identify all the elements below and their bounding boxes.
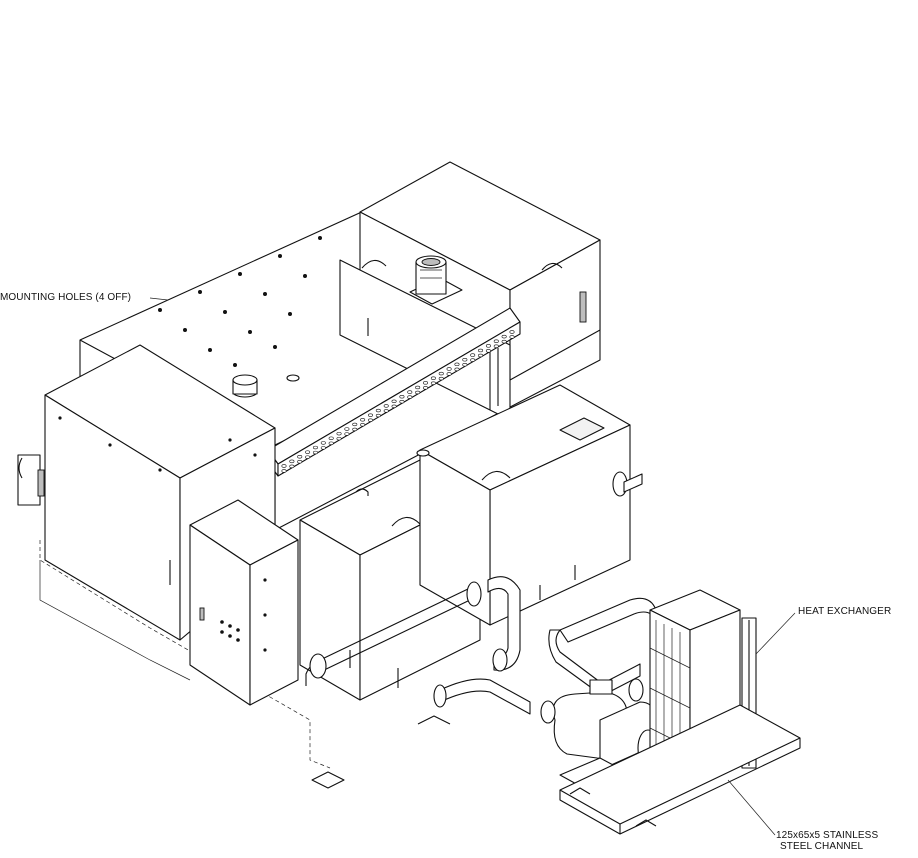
tray-perforation — [485, 344, 491, 348]
tray-perforation — [375, 413, 381, 418]
tray-perforation — [493, 339, 499, 343]
tray-perforation — [454, 362, 460, 367]
tray-perforation — [462, 358, 468, 362]
tray-perforation — [423, 386, 429, 390]
tray-perforation — [360, 423, 366, 427]
tray-perforation — [328, 436, 334, 440]
tray-perforation — [399, 394, 405, 399]
steel-channel-label-line1: 125x65x5 STAINLESS — [776, 830, 879, 841]
leader-lines — [149, 297, 796, 836]
mounting-holes-label: MOUNTING HOLES (4 OFF) — [0, 292, 132, 303]
tray-perforation — [446, 372, 452, 376]
tray-perforation — [438, 376, 444, 381]
steel-channel-label-line2: STEEL CHANNEL — [780, 841, 864, 852]
tray-perforation — [438, 371, 444, 376]
tray-perforation — [415, 390, 421, 395]
tray-perforation — [367, 418, 373, 422]
tray-perforation — [320, 441, 326, 445]
tray-perforation — [493, 344, 499, 348]
steel-channel — [311, 704, 801, 835]
tray-perforation — [399, 399, 405, 404]
tray-perforation — [415, 385, 421, 390]
tray-perforation — [312, 450, 318, 455]
tray-perforation — [320, 446, 326, 450]
heat-exchanger-label: HEAT EXCHANGER — [798, 606, 892, 617]
tray-perforation — [352, 427, 358, 432]
tray-perforation — [305, 450, 311, 454]
tray-perforation — [375, 408, 381, 413]
tray-perforation — [297, 460, 303, 464]
tray-perforation — [501, 334, 507, 339]
tray-perforation — [328, 441, 334, 445]
tray-perforation — [336, 436, 342, 441]
tray-perforation — [391, 399, 397, 404]
tray-perforation — [336, 431, 342, 436]
right-tank — [416, 384, 631, 626]
tray-perforation — [430, 381, 436, 385]
tray-perforation — [470, 353, 476, 357]
steel-channel-label: 125x65x5 STAINLESS STEEL CHANNEL — [776, 830, 878, 852]
tray-perforation — [478, 353, 484, 358]
tray-perforation — [509, 330, 515, 334]
tray-perforation — [383, 409, 389, 413]
tray-perforation — [391, 404, 397, 409]
tray-perforation — [281, 469, 287, 473]
tray-perforation — [470, 358, 476, 362]
tray-perforation — [423, 381, 429, 385]
tray-perforation — [485, 349, 491, 353]
tray-perforation — [430, 376, 436, 380]
tray-perforation — [352, 422, 358, 427]
top-motor — [409, 255, 463, 305]
tray-perforation — [383, 404, 389, 408]
tray-perforation — [462, 363, 468, 367]
tray-perforation — [407, 390, 413, 394]
tray-perforation — [360, 418, 366, 422]
tray-perforation — [312, 445, 318, 450]
tray-perforation — [407, 395, 413, 399]
tray-perforation — [367, 413, 373, 417]
tray-perforation — [446, 367, 452, 371]
tray-perforation — [501, 339, 507, 344]
tray-perforation — [509, 335, 515, 339]
control-panel — [189, 499, 299, 706]
tray-perforation — [297, 455, 303, 459]
tray-perforation — [281, 464, 287, 468]
tray-perforation — [289, 459, 295, 464]
tray-perforation — [344, 427, 350, 431]
left-tank — [17, 344, 300, 641]
tray-perforation — [289, 464, 295, 469]
tray-perforation — [454, 367, 460, 372]
pipework — [305, 471, 657, 715]
tray-perforation — [344, 432, 350, 436]
tray-perforation — [305, 455, 311, 459]
tray-perforation — [478, 348, 484, 353]
